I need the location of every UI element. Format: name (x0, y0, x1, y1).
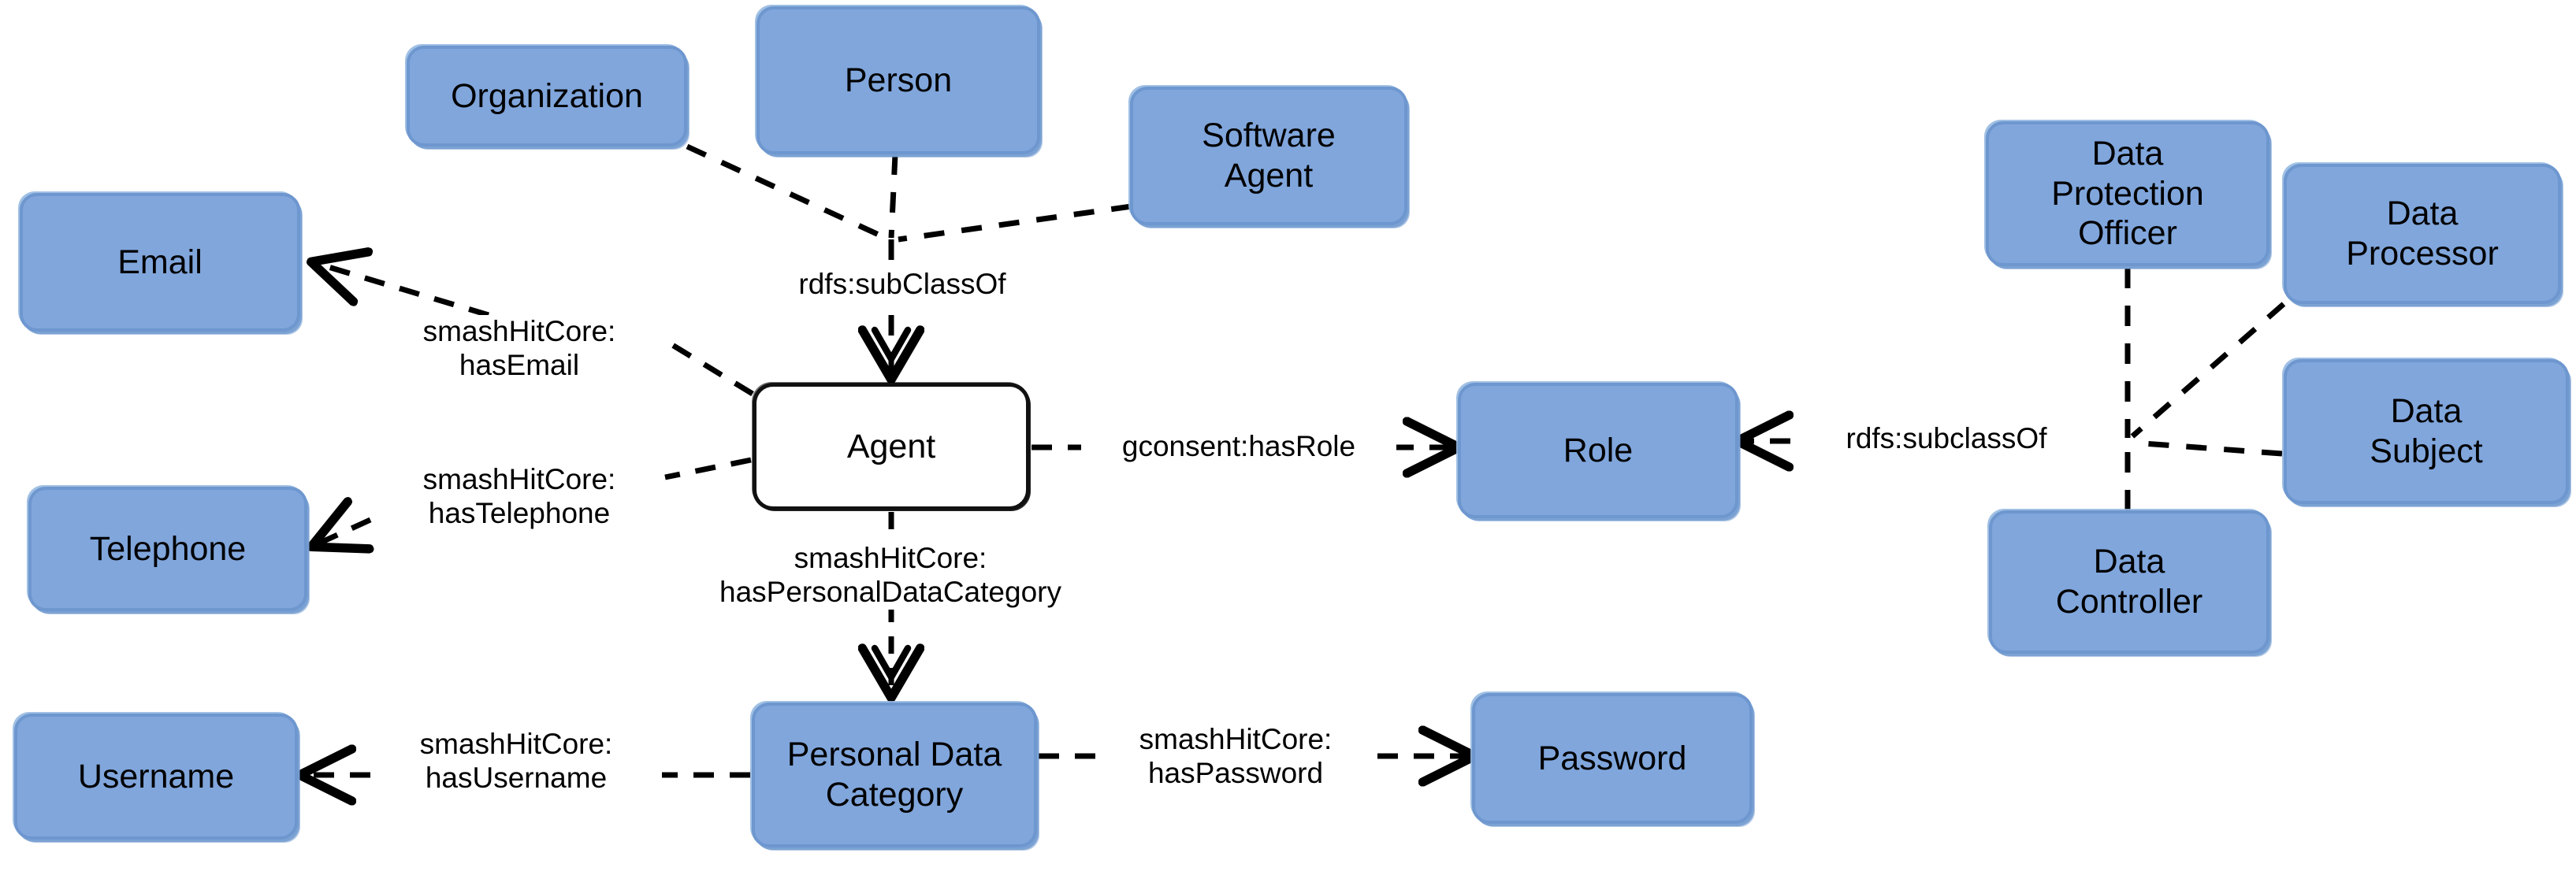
node-email-label: Email (117, 243, 203, 281)
edge-softwareagent-subclassof-agent (898, 203, 1132, 243)
node-organization-label: Organization (451, 76, 643, 115)
node-person-label: Person (844, 61, 953, 99)
node-telephone[interactable]: Telephone (28, 487, 307, 611)
node-username[interactable]: Username (14, 714, 298, 840)
node-data-processor[interactable]: Data Processor (2284, 164, 2561, 304)
edge-datasubject-subclassof-role (2132, 439, 2283, 457)
node-role-label: Role (1563, 431, 1634, 469)
edge-person-subclassof-agent (888, 154, 898, 239)
node-data-processor-label: Data Processor (2346, 195, 2499, 273)
node-data-controller[interactable]: Data Controller (1989, 510, 2269, 654)
node-data-controller-label: Data Controller (2055, 543, 2203, 621)
edge-organization-subclassof-agent (686, 143, 890, 243)
node-software-agent-label: Software Agent (1202, 117, 1336, 195)
node-agent[interactable]: Agent (753, 383, 1030, 510)
node-password[interactable]: Password (1472, 693, 1753, 824)
node-software-agent[interactable]: Software Agent (1130, 87, 1407, 225)
node-personal-data-category[interactable]: Personal Data Category (752, 703, 1037, 847)
node-data-subject-label: Data Subject (2370, 392, 2483, 470)
node-data-subject[interactable]: Data Subject (2284, 359, 2569, 504)
edge-label-subclassof-right: rdfs:subclassOf (1790, 422, 2102, 456)
node-personal-data-category-label: Personal Data Category (786, 736, 1002, 814)
node-email[interactable]: Email (20, 193, 300, 332)
node-password-label: Password (1537, 739, 1687, 777)
edge-label-has-role: gconsent:hasRole (1081, 430, 1396, 464)
edge-label-has-personal-data-category: smashHitCore: hasPersonalDataCategory (654, 542, 1127, 610)
node-role[interactable]: Role (1458, 383, 1738, 518)
node-telephone-label: Telephone (89, 529, 247, 568)
edge-label-has-telephone: smashHitCore: hasTelephone (377, 463, 662, 531)
node-data-protection-officer[interactable]: Data Protection Officer (1986, 121, 2269, 266)
node-agent-label: Agent (846, 427, 936, 465)
edge-label-has-email: smashHitCore: hasEmail (377, 315, 662, 383)
edge-dataprocessor-subclassof-role (2130, 302, 2286, 439)
node-data-protection-officer-label: Data Protection Officer (2051, 134, 2204, 253)
edge-label-subclassof-left: rdfs:subClassOf (737, 268, 1068, 302)
node-person[interactable]: Person (756, 6, 1040, 154)
edge-label-has-password: smashHitCore: hasPassword (1095, 723, 1376, 791)
node-organization[interactable]: Organization (407, 46, 687, 146)
node-username-label: Username (77, 757, 235, 795)
edge-label-has-username: smashHitCore: hasUsername (377, 728, 656, 795)
